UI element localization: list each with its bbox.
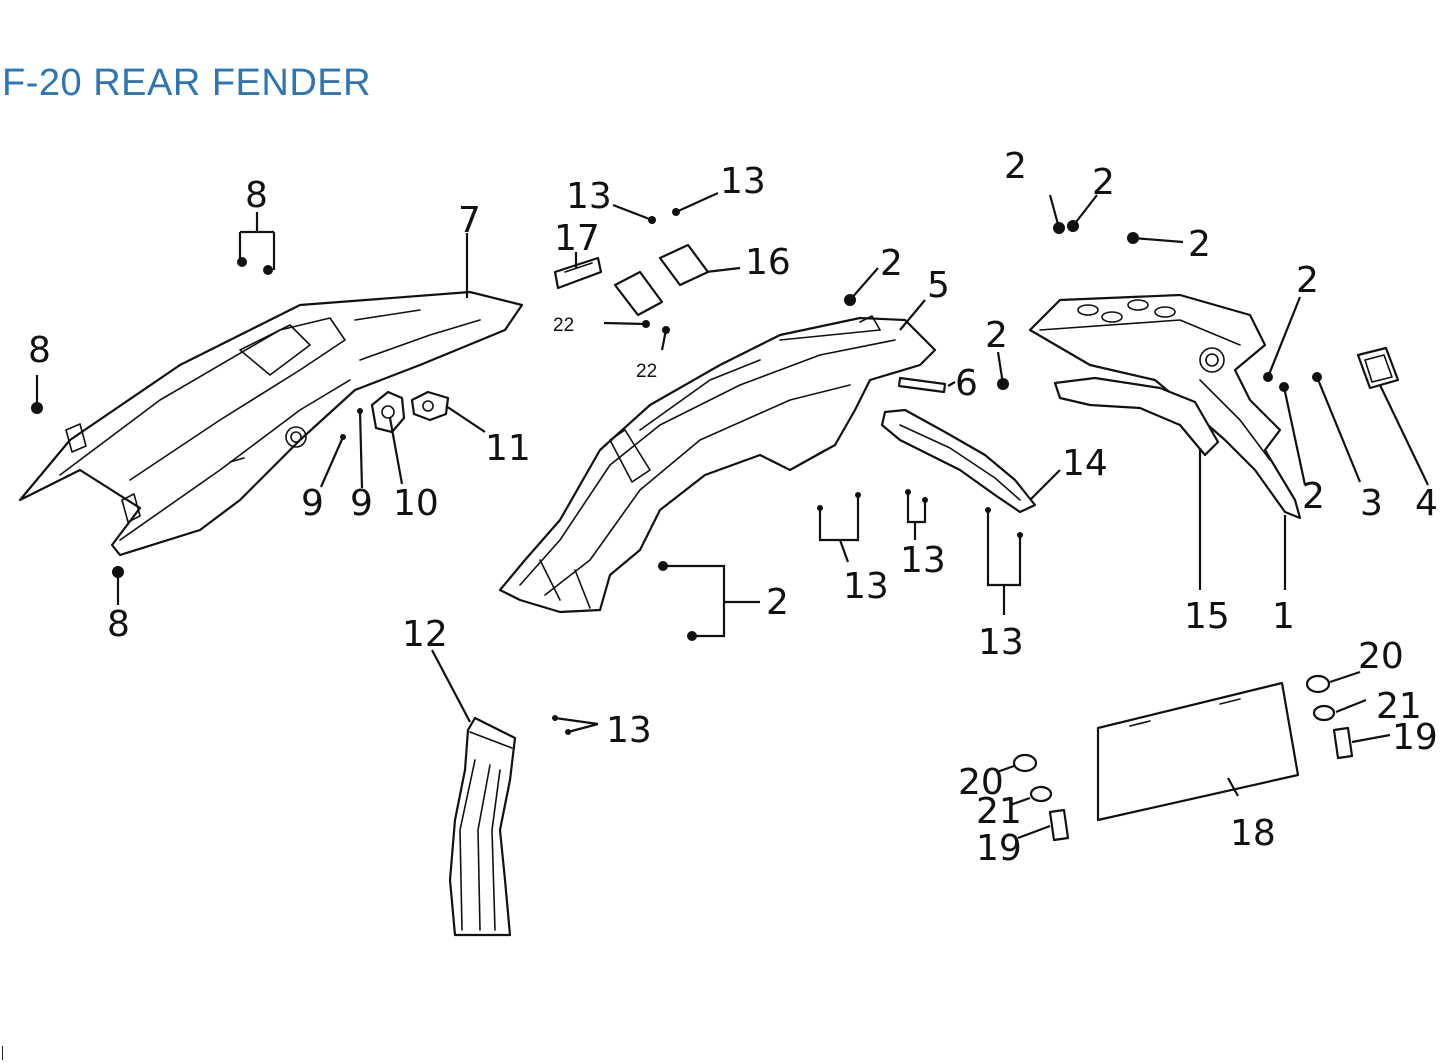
callout-18: 18 [1230,813,1276,854]
callout-14: 14 [1062,443,1108,484]
callout-12: 12 [402,614,448,655]
callout-3: 3 [1360,483,1383,524]
callout-5: 5 [927,265,950,306]
page-title: F-20 REAR FENDER [2,62,372,104]
callout-10: 10 [393,483,439,524]
callout-22: 22 [553,315,574,336]
callout-8: 8 [107,604,130,645]
part-4-reflector [1356,346,1400,390]
callout-4: 4 [1415,483,1438,524]
part-16-pads [613,243,710,317]
callout-20: 20 [958,762,1004,803]
callout-2: 2 [1004,146,1027,187]
callout-7: 7 [458,200,481,241]
callout-13: 13 [843,566,889,607]
callout-2: 2 [880,243,903,284]
callout-8: 8 [245,175,268,216]
callout-2: 2 [1296,260,1319,301]
callout-20: 20 [1358,636,1404,677]
callout-16: 16 [745,242,791,283]
part-10-latch [370,390,406,434]
callout-13: 13 [978,622,1024,663]
callout-19: 19 [1392,717,1438,758]
part-18-license-plate [1096,681,1300,822]
page-edge-mark [2,1046,3,1060]
part-15-lower-bracket [1053,376,1220,457]
part-19-21-hardware [1012,674,1354,842]
callout-13: 13 [900,540,946,581]
callout-8: 8 [28,330,51,371]
callout-13: 13 [566,176,612,217]
callout-2: 2 [1302,476,1325,517]
part-17-clip [553,256,603,290]
callout-2: 2 [766,582,789,623]
part-6-bolt [897,376,947,394]
callout-labels: 1 2 2 2 2 2 2 2 2 3 4 5 6 7 8 8 8 9 9 10… [28,146,1438,869]
part-11-clamp [410,390,450,422]
part-14-bracket [880,408,1037,514]
callout-13: 13 [606,710,652,751]
callout-2: 2 [1188,224,1211,265]
callout-9: 9 [350,483,373,524]
part-7-rear-side-cover [18,290,524,557]
callout-13: 13 [720,161,766,202]
callout-1: 1 [1272,596,1295,637]
leader-lines [35,191,1429,840]
callout-22: 22 [636,361,657,382]
callout-17: 17 [554,218,600,259]
callout-2: 2 [1092,162,1115,203]
callout-15: 15 [1184,596,1230,637]
callout-19: 19 [976,828,1022,869]
callout-21: 21 [976,791,1022,832]
callout-21: 21 [1376,686,1422,727]
callout-2: 2 [985,315,1008,356]
callout-11: 11 [485,428,531,469]
part-1-mudguard [1028,293,1302,520]
callout-9: 9 [301,483,324,524]
part-12-mud-flap [448,716,517,937]
part-5-rear-fender [498,315,937,614]
callout-6: 6 [955,363,978,404]
